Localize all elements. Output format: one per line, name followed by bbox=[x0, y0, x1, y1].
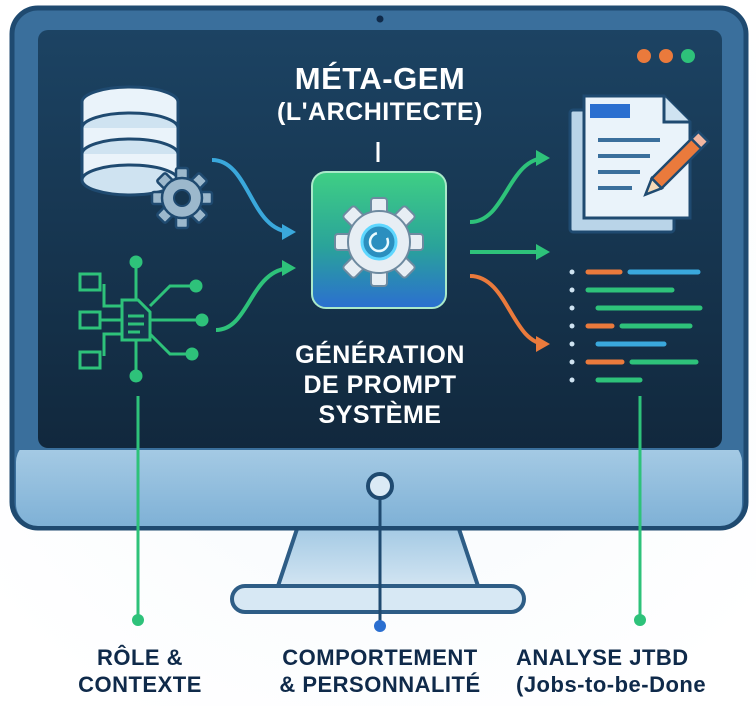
center-caption: GÉNÉRATION DE PROMPT SYSTÈME bbox=[295, 341, 465, 429]
arrow-gear-to-list bbox=[469, 274, 550, 352]
label-role-context: RÔLE & CONTEXTE bbox=[78, 645, 202, 697]
power-button bbox=[366, 472, 394, 500]
label-jtbd-analysis: ANALYSE JTBD (Jobs-to-be-Done bbox=[516, 645, 707, 697]
diagram-subtitle: (L'ARCHITECTE) bbox=[277, 98, 483, 126]
arrow-network-to-gear bbox=[215, 260, 296, 332]
callout-center bbox=[374, 498, 386, 632]
central-gear-icon bbox=[311, 171, 447, 309]
code-lines-icon bbox=[569, 269, 703, 383]
arrow-gear-to-document bbox=[469, 150, 550, 224]
diagram-title: MÉTA-GEM bbox=[294, 61, 466, 96]
document-pencil-icon bbox=[568, 94, 711, 234]
callout-right bbox=[634, 396, 646, 626]
window-dots-icon bbox=[637, 49, 695, 63]
document-network-icon bbox=[78, 255, 209, 383]
label-behavior-personality: COMPORTEMENT & PERSONNALITÉ bbox=[279, 645, 481, 697]
arrow-database-to-gear bbox=[211, 158, 296, 240]
camera-dot bbox=[376, 15, 384, 23]
monitor-stand bbox=[230, 518, 526, 614]
callout-left bbox=[132, 396, 144, 626]
database-gear-icon bbox=[80, 85, 214, 230]
arrow-gear-to-code bbox=[470, 244, 550, 260]
